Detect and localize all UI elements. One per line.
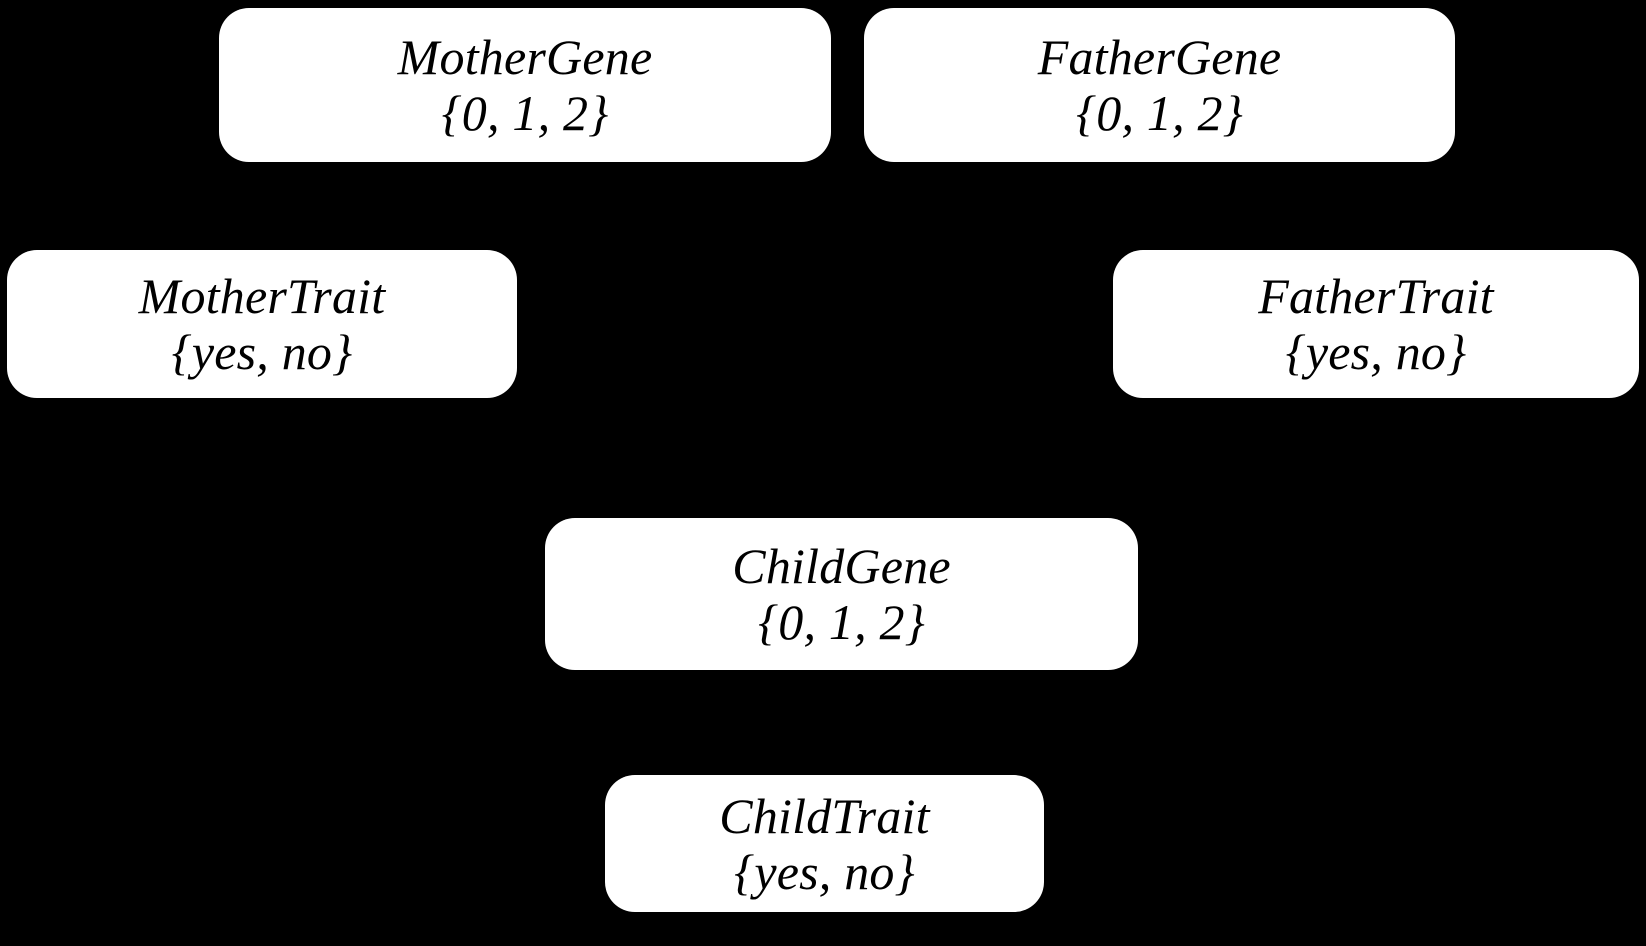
node-father-trait-domain: {yes, no}	[1285, 324, 1467, 380]
node-father-gene-domain: {0, 1, 2}	[1076, 85, 1243, 141]
edge-child-gene-to-child-trait	[819, 669, 843, 778]
node-child-trait-title: ChildTrait	[719, 787, 930, 844]
node-child-gene-domain: {0, 1, 2}	[758, 594, 925, 650]
node-mother-gene[interactable]: MotherGene {0, 1, 2}	[219, 8, 831, 162]
node-mother-trait-domain: {yes, no}	[171, 324, 353, 380]
edge-mother-gene-to-mother-trait	[297, 160, 401, 252]
node-father-trait[interactable]: FatherTrait {yes, no}	[1113, 250, 1639, 398]
node-mother-trait[interactable]: MotherTrait {yes, no}	[7, 250, 517, 398]
edge-mother-gene-to-child-gene	[598, 161, 722, 521]
node-child-trait[interactable]: ChildTrait {yes, no}	[605, 775, 1044, 912]
node-father-gene-title: FatherGene	[1037, 29, 1282, 85]
node-child-trait-domain: {yes, no}	[734, 843, 915, 900]
node-child-gene[interactable]: ChildGene {0, 1, 2}	[545, 518, 1138, 670]
node-father-gene[interactable]: FatherGene {0, 1, 2}	[864, 8, 1455, 162]
node-mother-gene-domain: {0, 1, 2}	[441, 85, 609, 141]
edge-father-gene-to-father-trait	[1268, 160, 1363, 253]
node-mother-gene-title: MotherGene	[397, 29, 653, 85]
edge-father-gene-to-child-gene	[958, 161, 1082, 521]
node-father-trait-title: FatherTrait	[1258, 268, 1494, 324]
node-child-gene-title: ChildGene	[732, 538, 951, 594]
node-mother-trait-title: MotherTrait	[138, 268, 386, 324]
